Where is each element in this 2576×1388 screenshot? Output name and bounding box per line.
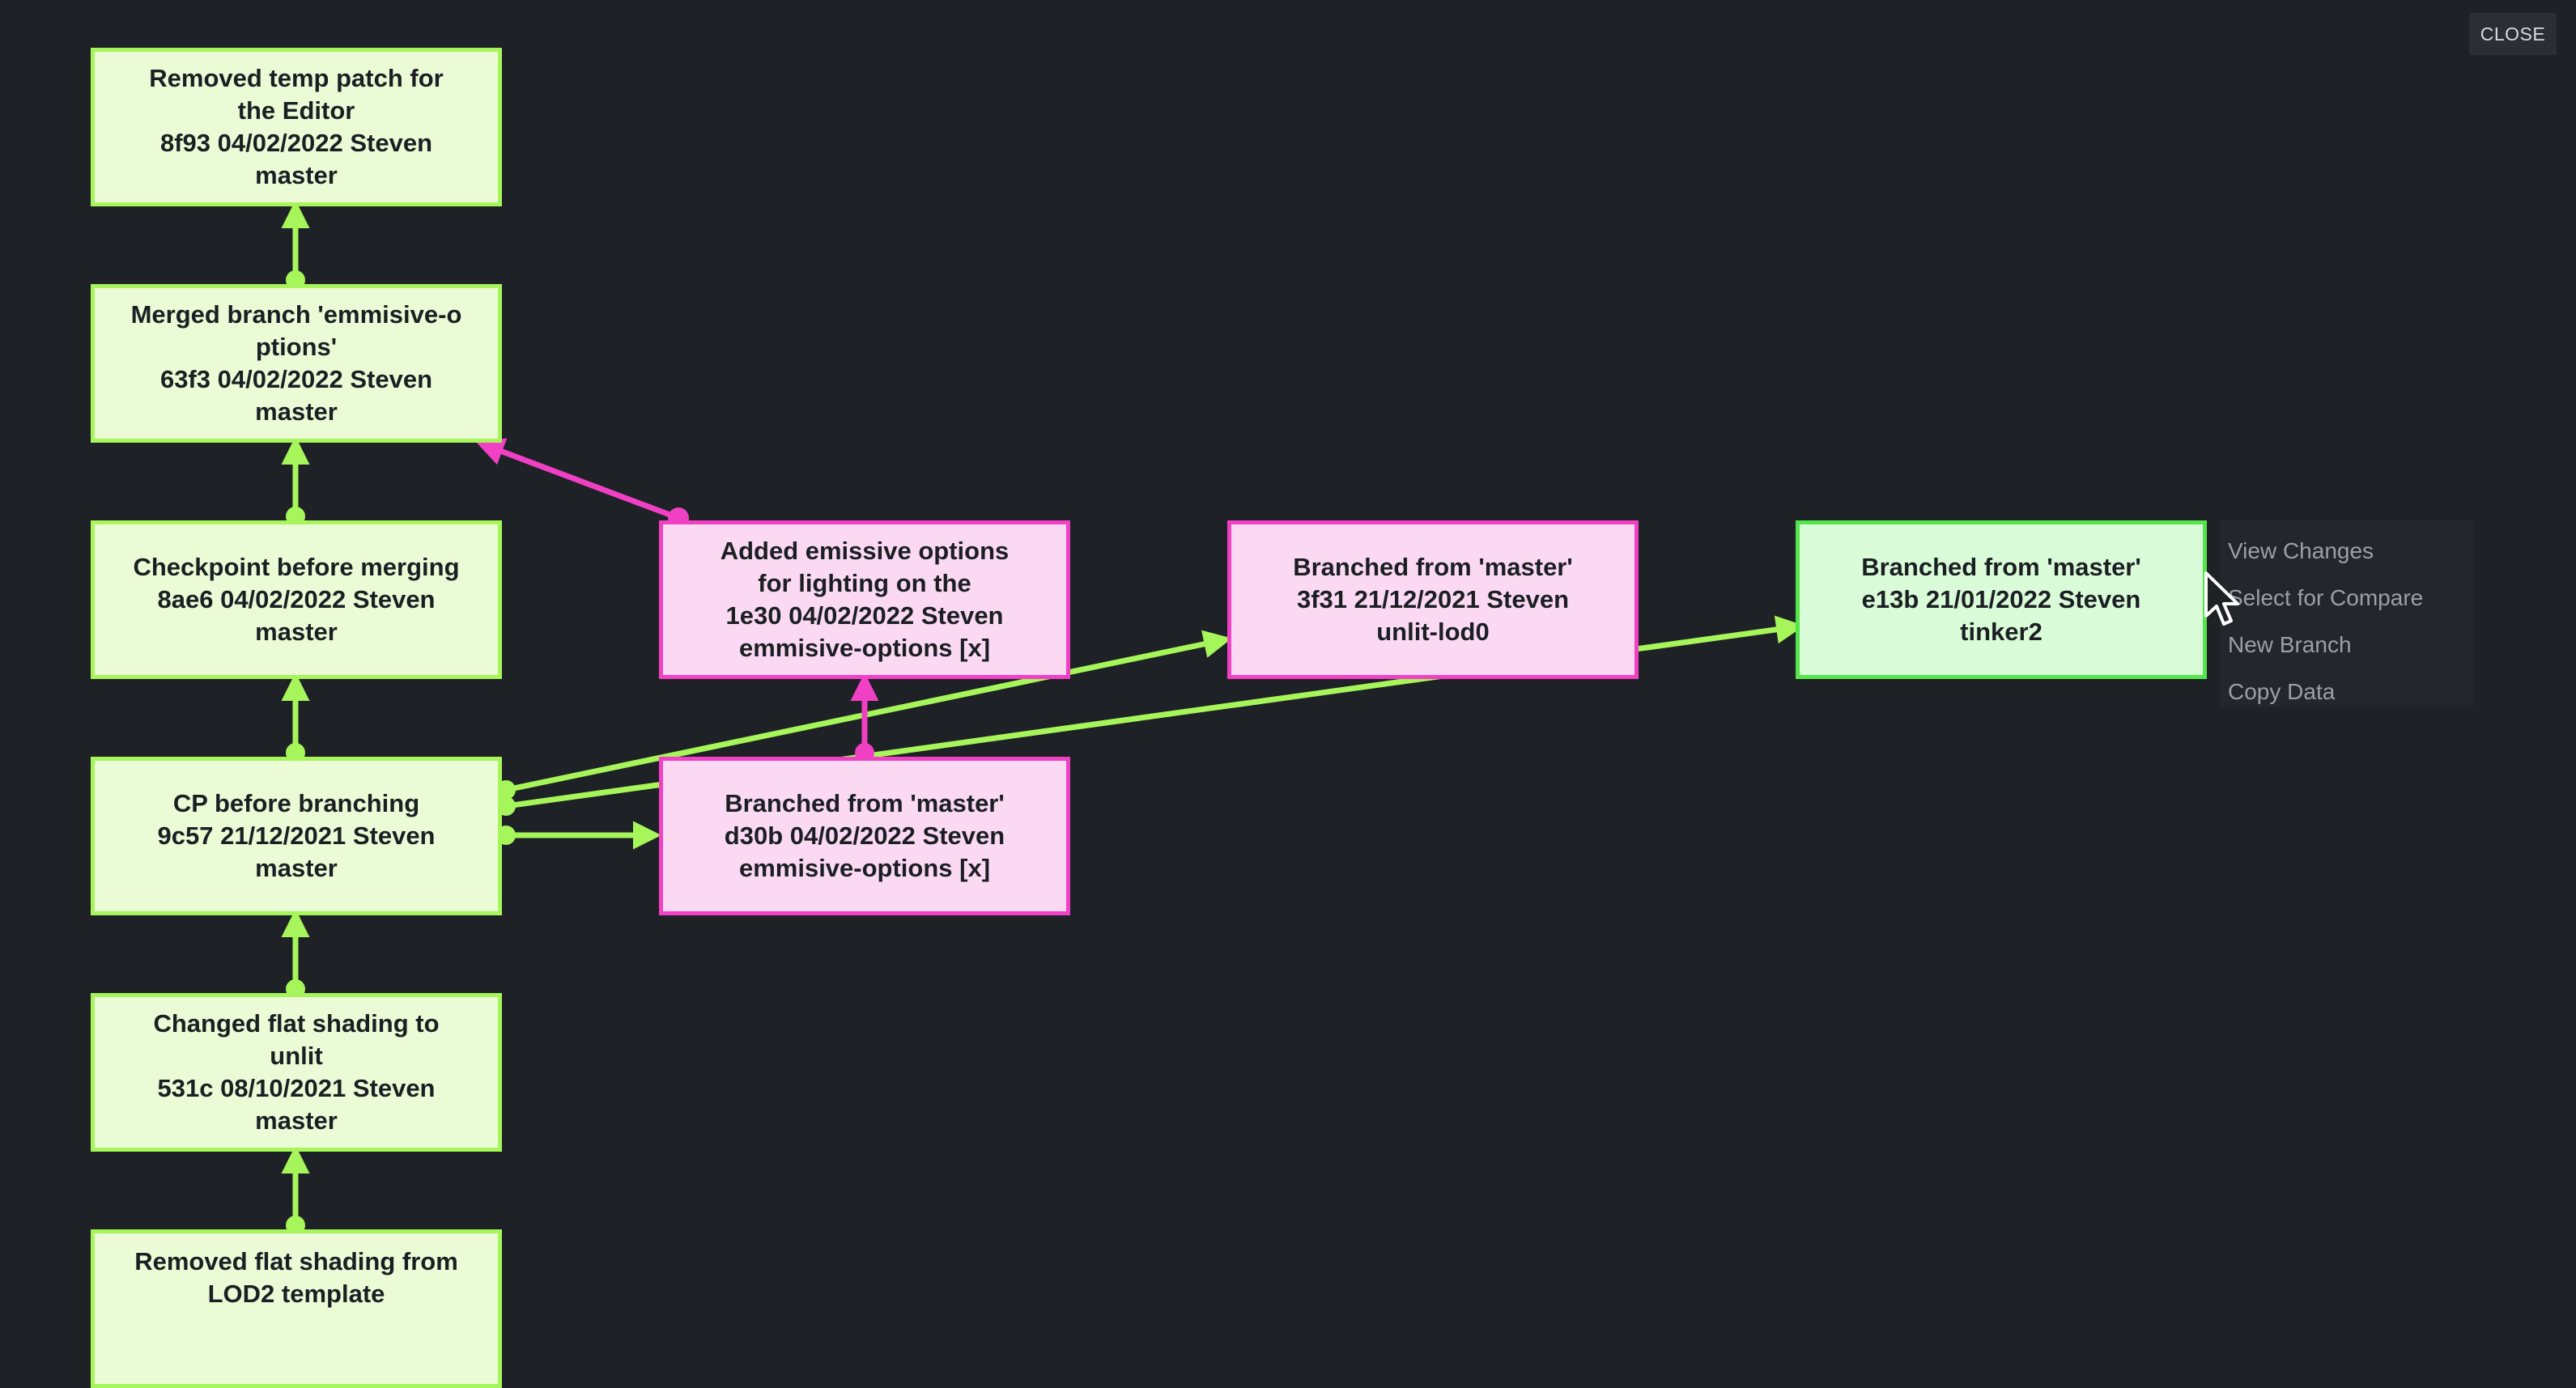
commit-message: Changed flat shading to <box>153 1009 440 1038</box>
commit-message: unlit <box>270 1042 323 1070</box>
commit-branch: master <box>255 1106 338 1135</box>
commit-meta: 63f3 04/02/2022 Steven <box>159 365 433 393</box>
menu-item-copy-data[interactable]: Copy Data <box>2228 679 2336 704</box>
commit-branch: master <box>255 618 338 646</box>
commit-node-63f3[interactable]: Merged branch 'emmisive-o ptions' 63f3 0… <box>91 284 502 443</box>
commit-meta: e13b 21/01/2022 Steven <box>1861 585 2141 613</box>
commit-node-3f31[interactable]: Branched from 'master' 3f31 21/12/2021 S… <box>1227 520 1639 679</box>
commit-message: for lighting on the <box>758 569 971 597</box>
commit-message: CP before branching <box>172 789 420 817</box>
commit-branch: master <box>255 854 338 882</box>
commit-node-8ae6[interactable]: Checkpoint before merging 8ae6 04/02/202… <box>91 520 502 679</box>
commit-message: Added emissive options <box>720 537 1010 565</box>
commit-message: Branched from 'master' <box>725 789 1005 817</box>
commit-message: Merged branch 'emmisive-o <box>130 300 462 329</box>
edge-added-emissive-to-merged <box>475 438 680 521</box>
commit-message: Removed flat shading from <box>134 1247 458 1276</box>
commit-meta: d30b 04/02/2022 Steven <box>724 821 1005 850</box>
commit-node-d30b[interactable]: Branched from 'master' d30b 04/02/2022 S… <box>659 757 1070 915</box>
commit-meta: 3f31 21/12/2021 Steven <box>1296 585 1570 613</box>
commit-message: Branched from 'master' <box>1293 553 1573 581</box>
commit-meta: 9c57 21/12/2021 Steven <box>157 821 436 850</box>
commit-message: ptions' <box>255 333 338 361</box>
close-button[interactable]: CLOSE <box>2469 13 2557 55</box>
commit-message: Checkpoint before merging <box>133 553 460 581</box>
commit-node-8f93[interactable]: Removed temp patch for the Editor 8f93 0… <box>91 48 502 206</box>
commit-meta: 8f93 04/02/2022 Steven <box>159 129 433 157</box>
commit-node-e13b[interactable]: Branched from 'master' e13b 21/01/2022 S… <box>1796 520 2207 679</box>
commit-message: Branched from 'master' <box>1861 553 2141 581</box>
menu-item-select-for-compare[interactable]: Select for Compare <box>2228 585 2424 610</box>
commit-branch: emmisive-options [x] <box>738 634 991 662</box>
commit-branch: tinker2 <box>1960 618 2043 646</box>
commit-branch: emmisive-options [x] <box>738 854 991 882</box>
commit-meta: 8ae6 04/02/2022 Steven <box>157 585 436 613</box>
commit-branch: master <box>255 397 338 426</box>
commit-meta: 531c 08/10/2021 Steven <box>157 1074 436 1102</box>
menu-item-view-changes[interactable]: View Changes <box>2228 538 2374 563</box>
menu-item-new-branch[interactable]: New Branch <box>2228 632 2352 657</box>
commit-message: Removed temp patch for <box>149 64 444 92</box>
mouse-pointer-icon <box>2204 571 2239 626</box>
context-menu: View Changes Select for Compare New Bran… <box>2220 520 2474 707</box>
commit-node-1e30[interactable]: Added emissive options for lighting on t… <box>659 520 1070 679</box>
commit-branch: master <box>255 161 338 189</box>
commit-node-removed-flat-shading[interactable]: Removed flat shading from LOD2 template <box>91 1229 502 1388</box>
commit-message: LOD2 template <box>207 1280 385 1308</box>
commit-node-9c57[interactable]: CP before branching 9c57 21/12/2021 Stev… <box>91 757 502 915</box>
commit-branch: unlit-lod0 <box>1376 618 1490 646</box>
commit-node-531c[interactable]: Changed flat shading to unlit 531c 08/10… <box>91 993 502 1152</box>
commit-meta: 1e30 04/02/2022 Steven <box>725 601 1004 630</box>
commit-message: the Editor <box>237 96 355 125</box>
